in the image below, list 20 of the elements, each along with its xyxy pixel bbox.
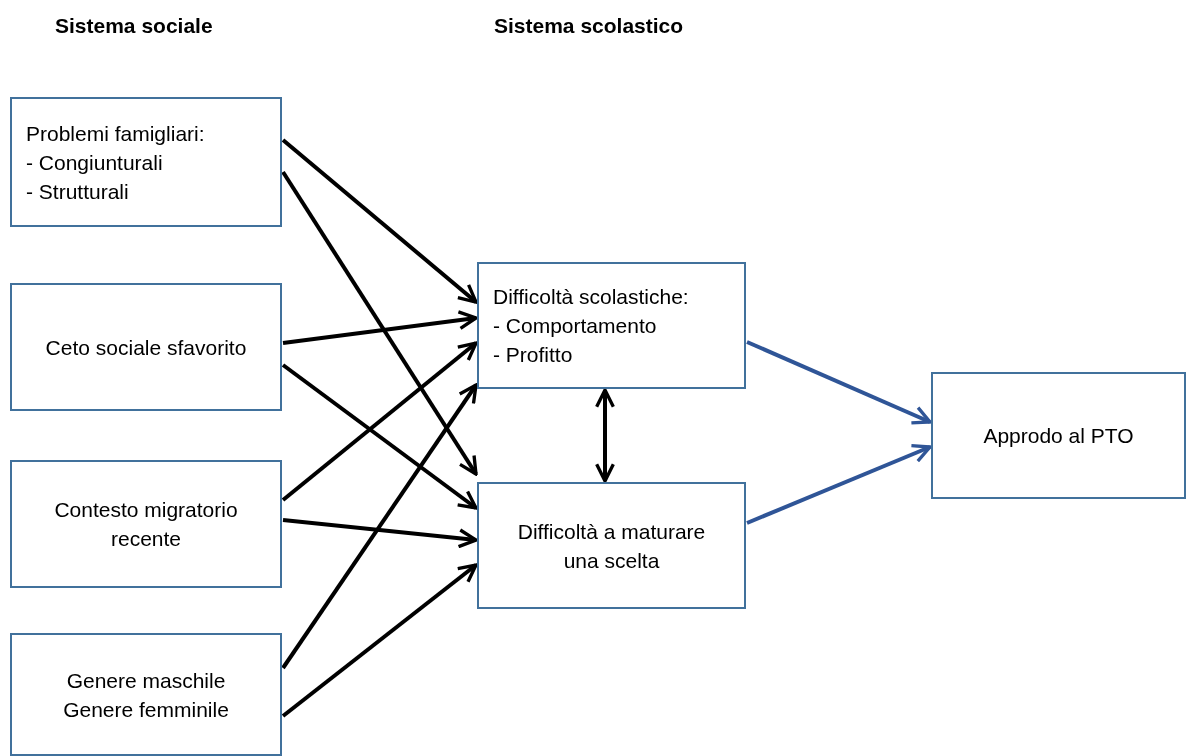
arrow [281, 383, 478, 670]
text-box: Difficoltà a maturare una scelta [477, 482, 746, 609]
arrow [281, 341, 478, 502]
arrow [746, 340, 932, 425]
arrow [595, 388, 615, 483]
text-box: Contesto migratorio recente [10, 460, 282, 588]
column-heading: Sistema scolastico [494, 14, 684, 38]
arrow [282, 310, 478, 345]
text-box: Genere maschile Genere femminile [10, 633, 282, 756]
arrow [281, 138, 478, 304]
text-box: Difficoltà scolastiche: - Comportamento - Profitto [477, 262, 746, 389]
text-box: Approdo al PTO [931, 372, 1186, 499]
arrow [746, 444, 932, 525]
arrow [282, 518, 478, 549]
arrow [281, 563, 478, 718]
arrow [281, 170, 478, 476]
text-box: Problemi famigliari: - Congiunturali - Strutturali [10, 97, 282, 227]
column-heading: Sistema sociale [55, 14, 213, 38]
text-box: Ceto sociale sfavorito [10, 283, 282, 411]
arrow [281, 363, 478, 510]
